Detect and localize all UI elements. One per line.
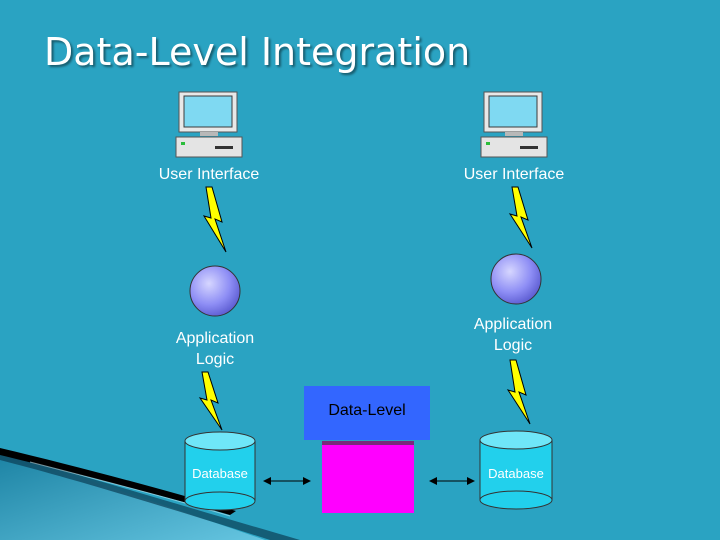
page-title: Data-Level Integration	[44, 30, 471, 74]
left-ui-label: User Interface	[158, 166, 260, 183]
lightning-icon	[506, 359, 531, 425]
right-app-label-line2: Logic	[493, 337, 533, 354]
sphere-icon	[189, 265, 241, 317]
database-icon	[184, 431, 256, 511]
computer-icon	[175, 91, 243, 158]
right-ui-label: User Interface	[463, 166, 565, 183]
right-app-label-line1: Application	[473, 316, 553, 333]
database-icon	[479, 430, 553, 510]
lightning-icon	[198, 371, 223, 431]
left-database-label: Database	[192, 466, 248, 481]
sphere-icon	[490, 253, 542, 305]
shared-data-store	[322, 441, 414, 513]
lightning-icon	[202, 186, 227, 253]
left-app-label-line1: Application	[175, 330, 255, 347]
data-level-label: Data-Level	[328, 402, 406, 419]
lightning-icon	[508, 186, 533, 249]
right-database-label: Database	[488, 466, 544, 481]
left-app-label-line2: Logic	[195, 351, 235, 368]
data-level-box	[304, 386, 430, 440]
computer-icon	[480, 91, 548, 158]
